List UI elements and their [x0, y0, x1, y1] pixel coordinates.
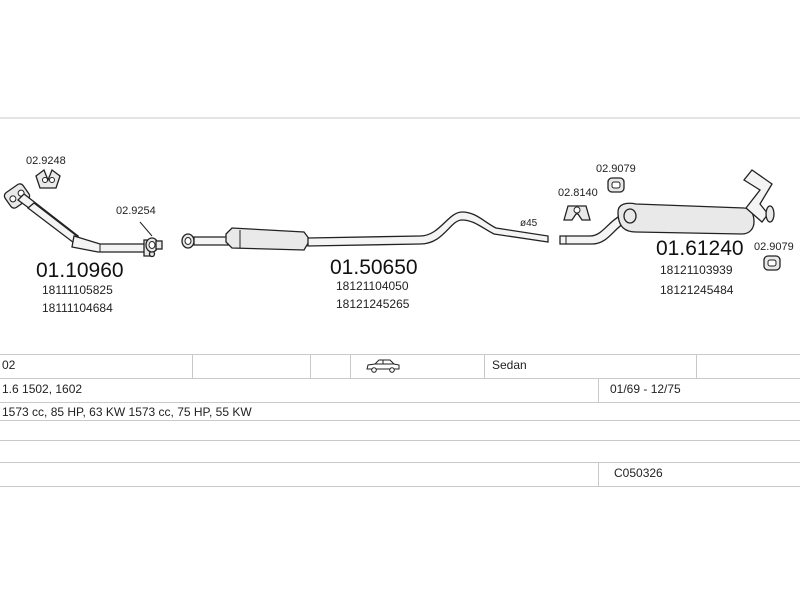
rubber-mount-02-9079-right	[763, 255, 781, 271]
rear-oem-number-2: 18121245484	[660, 283, 734, 297]
middle-oem-number-2: 18121245265	[336, 297, 410, 311]
table-divider	[696, 354, 697, 378]
front-oem-number-1: 18111105825	[42, 283, 113, 297]
gasket-02-9248	[35, 168, 61, 189]
accessory-label-02-9079-top: 02.9079	[596, 163, 636, 175]
table-divider	[0, 462, 800, 463]
table-divider	[0, 440, 800, 441]
vehicle-specs: 1573 cc, 85 HP, 63 KW 1573 cc, 75 HP, 55…	[2, 405, 252, 419]
accessory-label-02-9079-right: 02.9079	[754, 241, 794, 253]
front-pipe-part	[3, 183, 156, 258]
rubber-mount-02-9079-top	[607, 177, 625, 193]
accessory-label-02-9254: 02.9254	[116, 205, 156, 217]
accessory-label-02-8140: 02.8140	[558, 187, 598, 199]
middle-oem-number-1: 18121104050	[336, 279, 409, 293]
rubber-mount-02-8140	[563, 205, 591, 221]
table-divider	[0, 486, 800, 487]
pipe-diameter-label: ø45	[520, 218, 538, 229]
rear-oem-number-1: 18121103939	[660, 263, 733, 277]
table-divider	[350, 354, 351, 378]
table-divider	[484, 354, 485, 378]
table-divider	[598, 462, 599, 486]
front-oem-number-2: 18111104684	[42, 301, 113, 315]
vehicle-period: 01/69 - 12/75	[610, 382, 681, 396]
table-divider	[0, 420, 800, 421]
table-divider	[0, 354, 800, 355]
table-divider	[598, 378, 599, 402]
rear-part-number: 01.61240	[656, 237, 744, 260]
sedan-car-icon	[366, 359, 400, 378]
table-divider	[0, 378, 800, 379]
vehicle-engine: 1.6 1502, 1602	[2, 382, 83, 396]
vehicle-model: 02	[2, 358, 16, 372]
front-part-number: 01.10960	[36, 259, 124, 282]
table-divider	[0, 402, 800, 403]
table-divider	[192, 354, 193, 378]
table-divider	[310, 354, 311, 378]
rear-silencer-part	[559, 169, 775, 245]
clamp-02-9254	[145, 237, 163, 253]
middle-part-number: 01.50650	[330, 256, 418, 279]
middle-silencer-part	[181, 211, 549, 251]
accessory-label-02-9248: 02.9248	[26, 155, 66, 167]
vehicle-code: C050326	[614, 466, 663, 480]
vehicle-body-type: Sedan	[492, 358, 527, 372]
